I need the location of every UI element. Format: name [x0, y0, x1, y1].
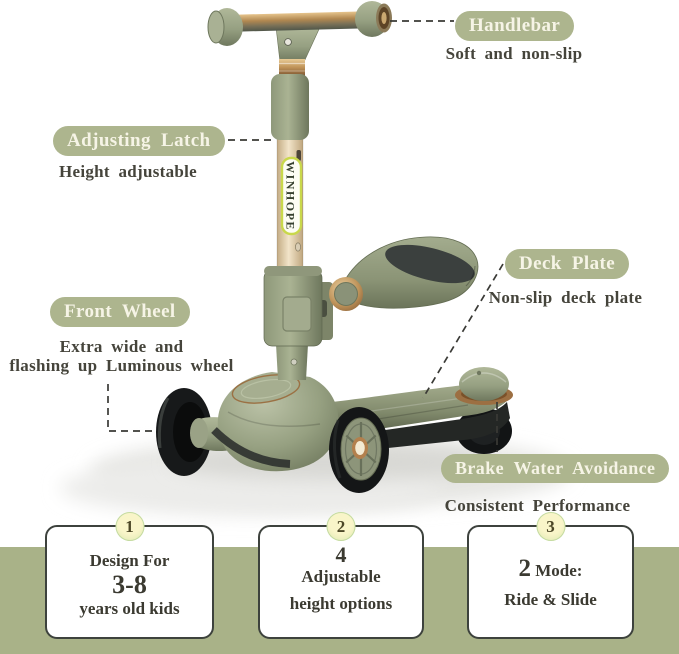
- feature3-mode-label: Mode:: [535, 561, 583, 580]
- front-right-wheel: [329, 407, 389, 493]
- left-grip: [207, 8, 243, 46]
- callout-lines: [107, 20, 504, 452]
- feature2-highlight: 4: [335, 542, 347, 567]
- seat: [329, 236, 479, 311]
- callout-adjusting-latch: Adjusting Latch: [53, 126, 225, 156]
- feature-badge-3: 3: [536, 512, 565, 541]
- feature-box-mode: 3 2 Mode: Ride & Slide: [467, 512, 634, 639]
- line-deck-plate: [422, 263, 504, 399]
- feature-box-height: 2 4 Adjustable height options: [258, 512, 424, 639]
- feature-box-age: 1 Design For 3-8 years old kids: [45, 512, 214, 639]
- caption-front-wheel-line2: flashing up Luminous wheel: [9, 356, 234, 375]
- feature-badge-1: 1: [115, 512, 144, 541]
- right-grip: [355, 1, 392, 37]
- caption-front-wheel-line1: Extra wide and: [59, 337, 184, 356]
- caption-front-wheel: Extra wide and flashing up Luminous whee…: [0, 337, 243, 375]
- rear-fender: [455, 367, 513, 405]
- feature1-line2: years old kids: [79, 599, 180, 618]
- feature2-line2: height options: [289, 594, 393, 613]
- callout-front-wheel: Front Wheel: [50, 297, 190, 327]
- caption-brake: Consistent Performance: [444, 496, 631, 515]
- feature3-line1: 2 Mode:: [469, 556, 632, 581]
- callout-brake: Brake Water Avoidance: [441, 454, 670, 483]
- feature-badge-2: 2: [326, 512, 356, 541]
- callout-handlebar: Handlebar: [455, 11, 575, 41]
- feature3-line2: Ride & Slide: [504, 590, 597, 609]
- caption-deck-plate: Non-slip deck plate: [488, 288, 643, 307]
- caption-adjusting-latch: Height adjustable: [58, 162, 198, 181]
- brand-sticker-text: WINHOPE: [284, 161, 298, 231]
- feature3-highlight: 2: [518, 555, 532, 582]
- stem-assembly: WINHOPE: [207, 1, 392, 380]
- feature1-line1: Design For: [89, 551, 170, 570]
- front-housing: [211, 372, 339, 472]
- line-front-wheel: [107, 384, 157, 432]
- brand-sticker: WINHOPE: [280, 156, 303, 236]
- caption-handlebar: Soft and non-slip: [445, 44, 583, 63]
- feature1-highlight: 3-8: [112, 570, 147, 599]
- callout-deck-plate: Deck Plate: [505, 249, 630, 279]
- feature2-line1: Adjustable: [301, 567, 381, 586]
